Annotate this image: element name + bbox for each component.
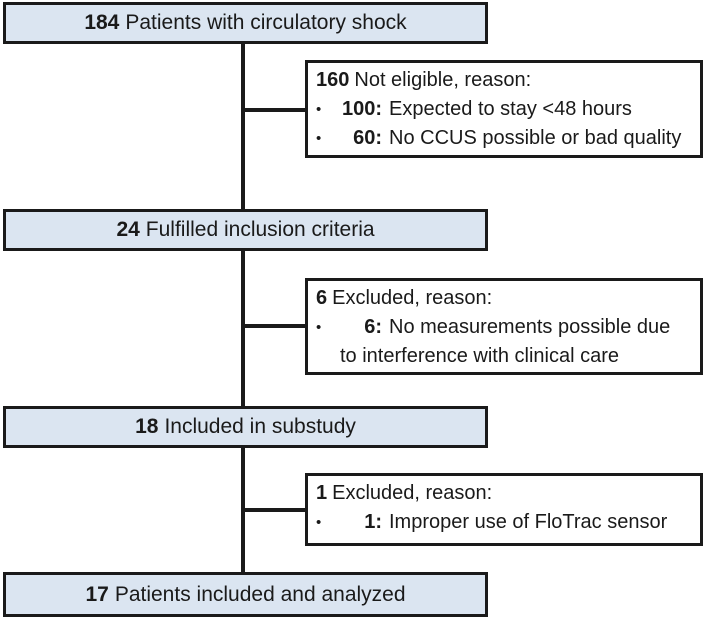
reason-item: • 60: No CCUS possible or bad quality <box>316 124 692 153</box>
box-fulfilled-inclusion-criteria: 24 Fulfilled inclusion criteria <box>3 209 488 251</box>
connector-branch-excluded-flotrac <box>243 508 305 512</box>
bullet-icon: • <box>316 319 322 336</box>
reason-count: 1: <box>364 511 382 533</box>
excluded-count: 6 <box>316 287 328 309</box>
connector-branch-not-eligible <box>243 108 305 112</box>
box-label: Included in substudy <box>164 415 356 438</box>
patient-count: 18 <box>135 415 159 438</box>
bullet-icon: • <box>316 130 322 147</box>
header-text: Excluded, reason: <box>332 482 493 504</box>
reason-count: 6: <box>364 316 382 338</box>
excluded-count: 160 <box>316 69 350 91</box>
bullet-icon: • <box>316 514 322 531</box>
reason-text: No CCUS possible or bad quality <box>389 127 682 149</box>
reason-count: 60: <box>353 127 382 149</box>
patient-count: 17 <box>85 582 109 606</box>
connector-branch-excluded-measurements <box>243 324 305 328</box>
connector-vertical-1 <box>241 42 245 210</box>
reason-text: Improper use of FloTrac sensor <box>389 511 668 533</box>
reason-item: • 100: Expected to stay <48 hours <box>316 95 692 124</box>
header-text: Not eligible, reason: <box>354 69 532 91</box>
patient-count: 24 <box>116 218 140 241</box>
box-label: Patients included and analyzed <box>114 582 406 606</box>
reason-content: 1: Improper use of FloTrac sensor <box>340 508 692 537</box>
box-label: Fulfilled inclusion criteria <box>145 218 375 241</box>
reason-text: No measurements possible due to interfer… <box>340 316 671 367</box>
reason-content: 60: No CCUS possible or bad quality <box>340 124 692 153</box>
patient-count: 184 <box>84 11 120 34</box>
reason-count: 100: <box>341 98 382 120</box>
reason-content: 6:No measurements possible due to interf… <box>340 313 692 371</box>
reason-item: • 6:No measurements possible due to inte… <box>316 313 692 371</box>
connector-vertical-2 <box>241 249 245 407</box>
header-text: Excluded, reason: <box>332 287 493 309</box>
box-patients-included-analyzed: 17 Patients included and analyzed <box>3 572 488 617</box>
excluded-count: 1 <box>316 482 328 504</box>
bullet-icon: • <box>316 101 322 118</box>
box-included-in-substudy: 18 Included in substudy <box>3 406 488 448</box>
reason-item: • 1: Improper use of FloTrac sensor <box>316 508 692 537</box>
box-label: Patients with circulatory shock <box>125 11 407 34</box>
reason-text: Expected to stay <48 hours <box>389 98 632 120</box>
reason-content: 100: Expected to stay <48 hours <box>340 95 692 124</box>
box-patients-circulatory-shock: 184 Patients with circulatory shock <box>3 2 488 44</box>
